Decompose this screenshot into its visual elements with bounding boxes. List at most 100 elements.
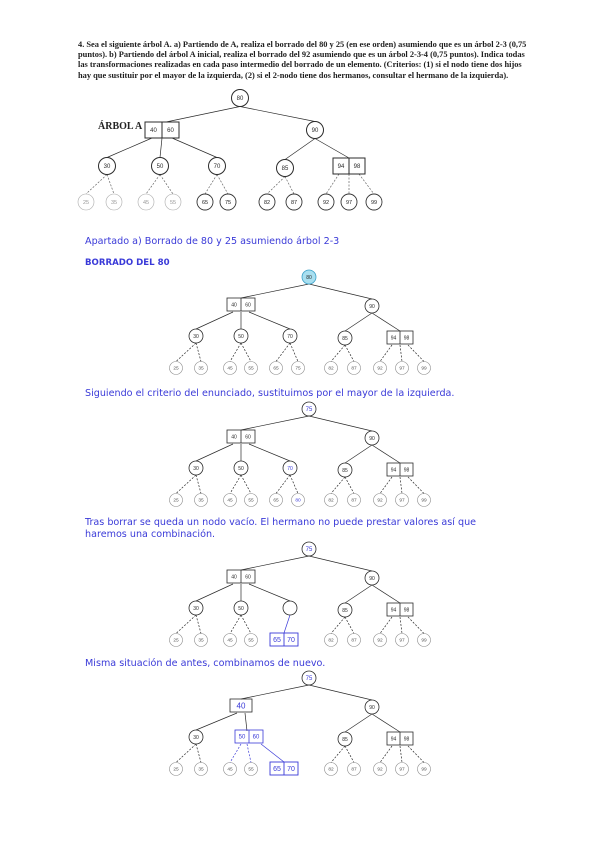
left-node-key-0: 40 (231, 302, 237, 308)
leaf-8: 99 (417, 762, 431, 776)
root-node: 80 (231, 89, 249, 107)
node-r2-key-0: 94 (338, 164, 345, 170)
problem-statement: 4. Sea el siguiente árbol A. a) Partiend… (78, 40, 530, 81)
edge-left-l1 (106, 137, 153, 158)
leaf-6: 92 (373, 762, 387, 776)
node-l1-label: 30 (193, 735, 199, 741)
edge-left-l2 (244, 712, 248, 732)
edge-leaf-9 (399, 745, 403, 763)
leaf-3-label: 55 (248, 638, 254, 644)
edge-leaf-1 (195, 474, 202, 494)
leaf-2: 45 (223, 633, 237, 647)
edge-leaf-7 (344, 616, 355, 634)
edge-right-r2 (371, 713, 401, 733)
node-r2-key-0: 94 (391, 607, 397, 613)
note-empty-node-line-2: haremos una combinación. (85, 529, 216, 540)
edge-leaf-10 (407, 745, 425, 763)
edge-right-r2 (371, 312, 401, 332)
edge-leaf-5 (216, 174, 229, 195)
leaf-4: 65 (196, 193, 214, 211)
note-substitute: Siguiendo el criterio del enunciado, sus… (85, 388, 455, 399)
edge-leaf-8 (379, 745, 393, 763)
node-r1: 85 (337, 731, 353, 747)
edge-leaf-2 (229, 474, 242, 494)
edge-leaf-5 (289, 474, 299, 494)
problem-text: Sea el siguiente árbol A. a) Partiendo d… (78, 40, 527, 80)
edge-left-l1 (195, 712, 238, 731)
leaf-3: 55 (244, 633, 258, 647)
left-node-key-0: 40 (150, 128, 157, 134)
leaf-10: 99 (417, 361, 431, 375)
edge-leaf-merged (283, 614, 291, 634)
note-empty-node-line-1: Tras borrar se queda un nodo vacío. El h… (85, 517, 477, 528)
edge-leaf-9 (399, 476, 403, 494)
leaf-5: 87 (347, 633, 361, 647)
edge-leaf-0 (175, 474, 197, 494)
merged-leaf-key-0: 65 (273, 766, 281, 773)
edge-leaf-8 (379, 616, 393, 634)
edge-leaf-10 (407, 616, 425, 634)
edge-leaf-10 (407, 476, 425, 494)
leaf-10-label: 99 (371, 200, 377, 206)
root-node-label: 75 (306, 407, 313, 413)
right-node-label: 90 (312, 128, 319, 134)
edge-leaf-1 (195, 614, 202, 634)
leaf-1-label: 35 (111, 200, 117, 206)
leaf-3-label: 55 (248, 366, 254, 372)
edge-root-right (308, 283, 373, 300)
node-r2-key-0: 94 (391, 467, 397, 473)
edge-leaf-3 (240, 614, 252, 634)
node-l3-empty (282, 600, 298, 616)
node-r2-key-1: 98 (404, 335, 410, 341)
leaf-1: 35 (105, 193, 123, 211)
edge-root-left (240, 555, 310, 571)
leaf-10: 99 (365, 193, 383, 211)
node-l1: 30 (188, 328, 204, 344)
edge-leaf-9 (399, 344, 403, 362)
leaf-10: 99 (417, 493, 431, 507)
leaf-5-label: 75 (295, 366, 301, 372)
edge-leaf-4 (204, 174, 218, 195)
node-r1: 85 (276, 159, 294, 177)
right-node: 90 (364, 298, 380, 314)
leaf-1-label: 35 (198, 366, 204, 372)
leaf-3-label: 55 (248, 498, 254, 504)
note-merge-again: Misma situación de antes, combinamos de … (85, 658, 326, 669)
leaf-9-label: 97 (399, 498, 405, 504)
edge-left-l3 (171, 137, 218, 158)
node-r1: 85 (337, 462, 353, 478)
edge-right-r2 (371, 444, 401, 464)
edge-leaf-0 (175, 614, 197, 634)
left-node: 40 60 (144, 121, 180, 139)
node-l3-label: 70 (287, 466, 293, 472)
leaf-3: 55 (244, 361, 258, 375)
node-r2-key-1: 98 (354, 164, 361, 170)
edge-leaf-2 (229, 342, 242, 362)
edge-right-r1 (284, 138, 316, 160)
edge-leaf-merged (260, 743, 285, 763)
leaf-0-label: 25 (173, 498, 179, 504)
leaf-8: 99 (417, 633, 431, 647)
left-node-key-1: 60 (167, 128, 174, 134)
edge-leaf-6 (266, 176, 286, 195)
edge-leaf-3 (240, 342, 252, 362)
node-l2-label: 50 (238, 606, 244, 612)
root-node-label: 80 (237, 96, 244, 102)
leaf-6: 82 (258, 193, 276, 211)
left-node-key-1: 60 (245, 574, 251, 580)
right-node: 90 (364, 570, 380, 586)
edge-root-left (240, 283, 310, 299)
edge-leaf-10 (358, 173, 375, 195)
edge-leaf-3 (246, 743, 252, 763)
left-node-key-0: 40 (231, 574, 237, 580)
